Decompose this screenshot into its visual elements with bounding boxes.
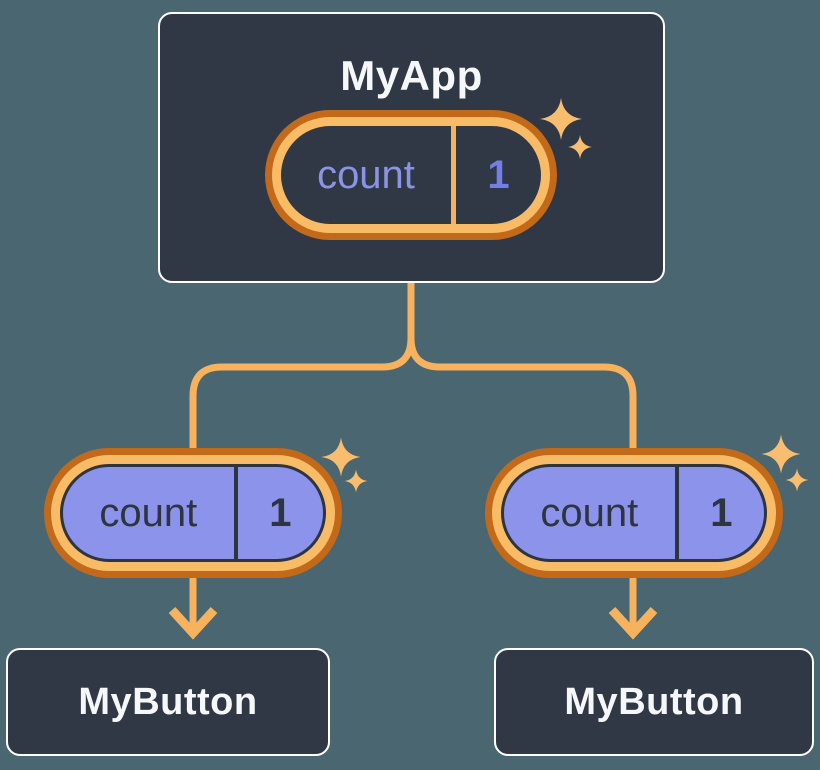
state-name: count <box>540 490 639 535</box>
sparkle-icon <box>785 468 809 492</box>
pill-divider <box>451 126 456 224</box>
state-pill-ring: count 1 <box>272 117 550 233</box>
arrow-down-right-icon <box>608 606 658 640</box>
sparkle-icon <box>321 437 361 477</box>
node-mybutton-right-title: MyButton <box>564 680 744 723</box>
state-pill-right: count 1 <box>485 448 783 578</box>
state-value: 1 <box>710 490 733 535</box>
state-pill-ring: count 1 <box>51 455 335 571</box>
state-value: 1 <box>269 490 292 535</box>
state-name: count <box>99 490 198 535</box>
state-pill-root: count 1 <box>265 110 557 240</box>
node-mybutton-left: MyButton <box>6 648 330 756</box>
node-myapp-title: MyApp <box>340 52 483 99</box>
node-mybutton-left-title: MyButton <box>78 680 258 723</box>
sparkle-icon <box>761 434 801 474</box>
pill-divider <box>674 467 679 559</box>
node-mybutton-right: MyButton <box>494 648 814 756</box>
state-pill-body: count 1 <box>281 126 541 224</box>
state-pill-body: count 1 <box>501 464 767 562</box>
state-pill-left: count 1 <box>44 448 342 578</box>
state-name: count <box>317 152 415 197</box>
state-pill-ring: count 1 <box>492 455 776 571</box>
state-pill-body: count 1 <box>60 464 326 562</box>
arrow-down-left-icon <box>168 606 218 640</box>
sparkle-icon <box>344 469 368 493</box>
state-value: 1 <box>487 152 510 197</box>
